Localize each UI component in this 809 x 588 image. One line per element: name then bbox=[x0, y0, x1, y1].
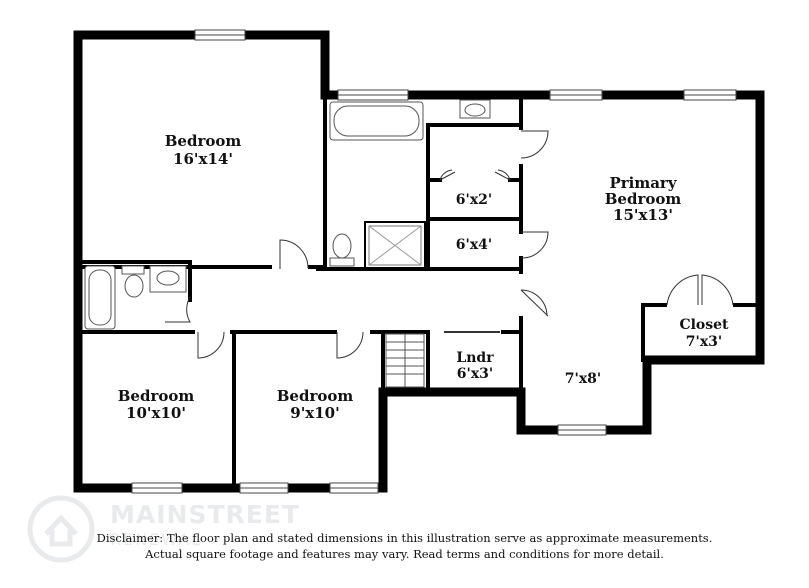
closet3-dim: 7'x3' bbox=[686, 334, 722, 350]
room-labels: Bedroom 16'x14' Primary Bedroom 15'x13' … bbox=[118, 132, 729, 422]
bedroom3-dim: 9'x10' bbox=[290, 404, 339, 422]
laundry-dim: 6'x3' bbox=[457, 366, 493, 382]
closet2-dim: 6'x4' bbox=[456, 237, 492, 253]
fixtures bbox=[84, 99, 491, 388]
primary-name2: Bedroom bbox=[605, 190, 682, 208]
laundry-name: Lndr bbox=[456, 350, 494, 366]
disclaimer-line2: Actual square footage and features may v… bbox=[145, 547, 664, 561]
interior-walls bbox=[76, 93, 762, 490]
bedroom2-name: Bedroom bbox=[118, 387, 195, 405]
toilet-upper bbox=[329, 257, 355, 267]
logo-icon bbox=[27, 495, 95, 563]
bedroom3-name: Bedroom bbox=[277, 387, 354, 405]
toilet-left bbox=[121, 265, 145, 275]
windows bbox=[131, 29, 737, 494]
doors bbox=[165, 130, 734, 359]
bedroom1-dim: 16'x14' bbox=[173, 150, 233, 168]
nook-dim: 7'x8' bbox=[565, 371, 601, 387]
watermark-brand: MAINSTREET bbox=[110, 500, 300, 529]
bedroom2-dim: 10'x10' bbox=[126, 404, 186, 422]
watermark-sub: RENEWAL bbox=[110, 530, 203, 549]
bedroom1-name: Bedroom bbox=[165, 132, 242, 150]
stairs bbox=[385, 333, 425, 388]
closet3-name: Closet bbox=[679, 317, 729, 333]
brand-watermark: MAINSTREET RENEWAL bbox=[26, 494, 306, 564]
disclaimer-line1: Disclaimer: The floor plan and stated di… bbox=[96, 531, 713, 545]
closet1-dim: 6'x2' bbox=[456, 192, 492, 208]
primary-name1: Primary bbox=[609, 174, 677, 192]
primary-dim: 15'x13' bbox=[613, 206, 673, 224]
